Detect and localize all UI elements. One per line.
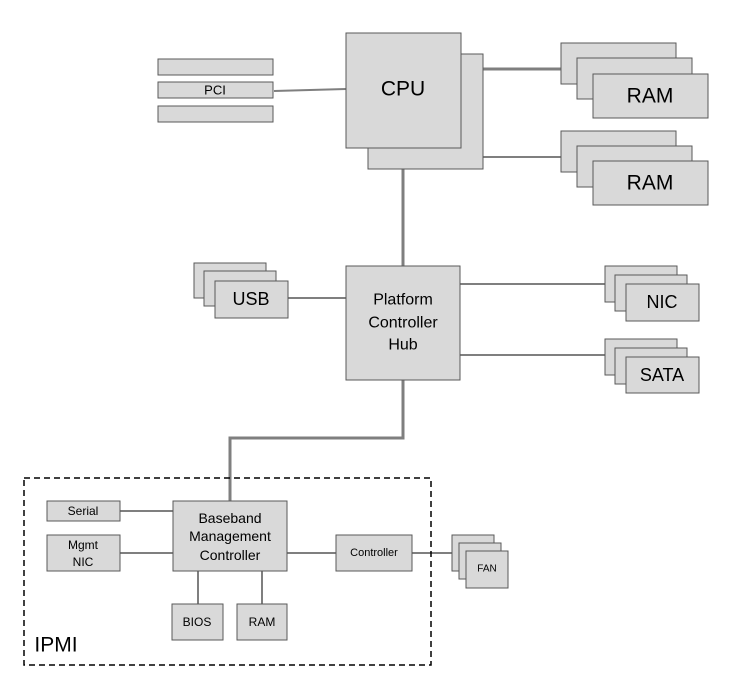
ram-top-label: RAM — [627, 85, 674, 108]
bios-label: BIOS — [183, 615, 212, 629]
pch-label-line2: Controller — [368, 315, 438, 332]
pch-label-line1: Platform — [373, 292, 433, 309]
pci-slot-1 — [157, 58, 274, 76]
pci-slot-3 — [157, 105, 274, 123]
sata-module-3 — [625, 356, 700, 394]
fan-module-3 — [465, 550, 509, 589]
usb-stack: USB — [193, 262, 289, 319]
usb-label: USB — [232, 289, 269, 309]
ram-bottom-label: RAM — [627, 172, 674, 195]
serial-label: Serial — [68, 504, 99, 518]
ram-bottom-module-3 — [592, 160, 709, 206]
nic-label: NIC — [647, 292, 678, 312]
bmc-label-line2: Management — [189, 528, 271, 544]
controller-box — [335, 534, 413, 572]
bmc-box — [172, 500, 288, 572]
bmc-ram-label: RAM — [249, 615, 276, 629]
pci-label: PCI — [204, 83, 226, 98]
pch-label-line3: Hub — [388, 337, 417, 354]
bmc-label-line3: Controller — [200, 547, 261, 563]
pch-bmc-bus — [228, 380, 405, 501]
mgmt-nic-box — [46, 534, 121, 572]
pci-slot-2 — [157, 81, 274, 99]
cpu-label: CPU — [381, 78, 425, 101]
ipmi-boundary — [23, 477, 432, 666]
sata-stack: SATA — [604, 338, 700, 394]
bmc-label-line1: Baseband — [198, 510, 261, 526]
ipmi-region: IPMI Serial Mgmt NIC Baseband Management… — [23, 477, 432, 666]
bmc-ram-box — [236, 603, 288, 641]
fan-stack: FAN — [451, 534, 509, 589]
ipmi-label: IPMI — [34, 634, 77, 657]
ram-bottom-stack: RAM — [560, 130, 709, 206]
bios-box — [171, 603, 224, 641]
ram-top-stack: RAM — [560, 42, 709, 119]
sata-label: SATA — [640, 365, 684, 385]
mgmt-nic-label-line2: NIC — [73, 555, 94, 569]
fan-label: FAN — [477, 564, 496, 575]
pch-box — [345, 265, 461, 381]
controller-label: Controller — [350, 547, 398, 559]
ram-top-module-3 — [592, 73, 709, 119]
mgmt-nic-label-line1: Mgmt — [68, 538, 99, 552]
pci-slots: PCI — [157, 58, 274, 123]
cpu-box — [345, 32, 462, 149]
usb-module-3 — [214, 280, 289, 319]
nic-module-3 — [625, 283, 700, 322]
serial-box — [46, 500, 121, 522]
nic-stack: NIC — [604, 265, 700, 322]
cpu-block: CPU — [345, 32, 484, 170]
pch-block: Platform Controller Hub — [345, 265, 461, 381]
pci-cpu-bus — [273, 88, 347, 92]
